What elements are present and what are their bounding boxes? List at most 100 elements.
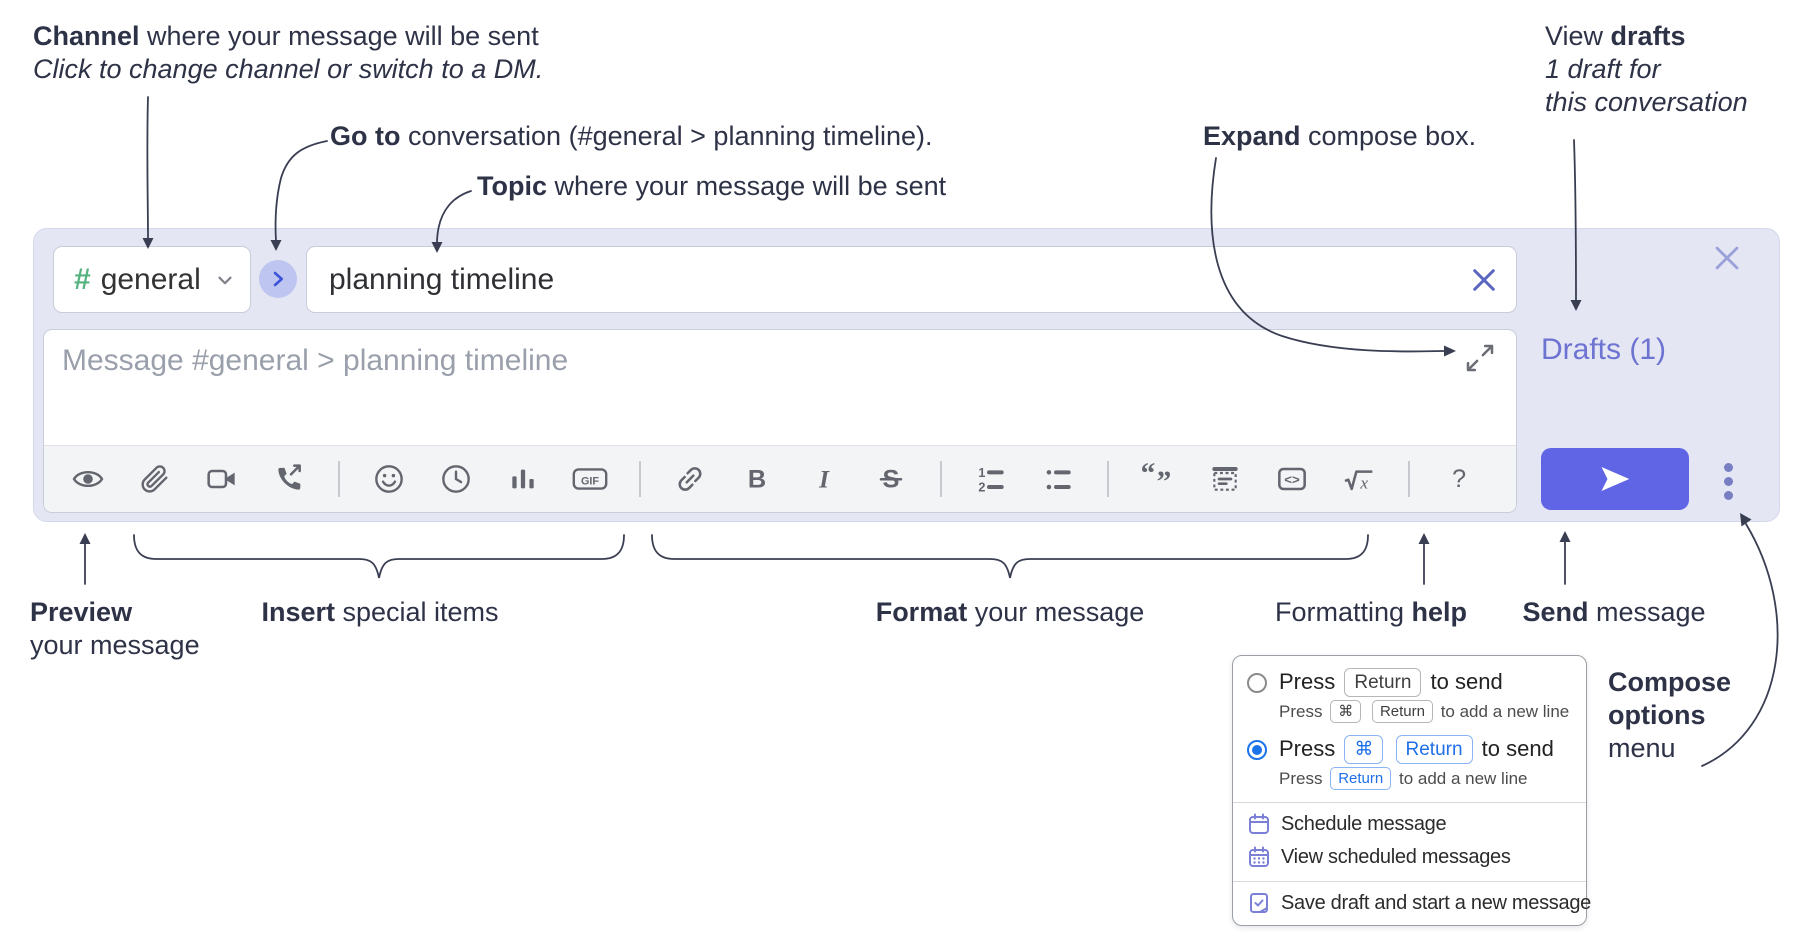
italic-icon: I <box>818 466 830 494</box>
toolbar-divider <box>940 461 942 497</box>
chevron-down-icon <box>218 276 232 284</box>
chevron-right-icon <box>273 271 284 287</box>
compose-options-button[interactable] <box>1706 453 1750 509</box>
spoiler-button[interactable] <box>1207 461 1243 497</box>
code-button[interactable]: <> <box>1274 461 1310 497</box>
annotation-compose-options: Compose options menu <box>1608 667 1732 763</box>
menu-item-schedule-message[interactable]: Schedule message <box>1247 812 1572 836</box>
go-to-conversation-button[interactable] <box>259 260 297 298</box>
italic-button[interactable]: I <box>806 461 842 497</box>
topic-input[interactable] <box>307 247 1516 312</box>
time-icon <box>442 465 470 493</box>
preview-icon <box>72 471 104 487</box>
channel-hash-icon: # <box>74 262 91 296</box>
svg-text:2: 2 <box>978 481 985 495</box>
strikethrough-icon: S <box>879 466 903 494</box>
annotation-send: Send message <box>1522 597 1706 627</box>
cmd-key-chip: ⌘ <box>1344 735 1384 764</box>
svg-text:”: ” <box>1157 466 1172 495</box>
message-input[interactable] <box>44 330 1516 446</box>
annotation-format: Format your message <box>875 597 1145 627</box>
annotation-channel: Channel where your message will be sent … <box>33 21 544 84</box>
toolbar-divider <box>338 461 340 497</box>
svg-text:“: “ <box>1142 463 1155 490</box>
annotation-insert: Insert special items <box>261 597 499 627</box>
spoiler-icon <box>1212 467 1238 491</box>
svg-text:?: ? <box>1452 465 1466 493</box>
preview-button[interactable] <box>70 461 106 497</box>
code-icon: <> <box>1278 467 1306 491</box>
annotation-expand: Expand compose box. <box>1203 121 1477 151</box>
channel-selector[interactable]: # general <box>53 246 251 313</box>
annotation-preview: Preview your message <box>30 597 200 660</box>
toolbar-divider <box>1408 461 1410 497</box>
radio-unselected-icon[interactable] <box>1247 672 1267 693</box>
menu-option-return-to-send[interactable]: Press Return to send <box>1247 668 1572 697</box>
menu-divider <box>1233 802 1586 803</box>
link-button[interactable] <box>672 461 708 497</box>
menu-option-cmd-return-to-send[interactable]: Press ⌘ Return to send <box>1247 735 1572 764</box>
poll-icon <box>512 469 534 489</box>
svg-text:<>: <> <box>1284 472 1300 487</box>
quote-button[interactable]: “” <box>1140 461 1176 497</box>
annotation-formatting-help: Formatting help <box>1274 597 1468 627</box>
bulleted-list-button[interactable] <box>1040 461 1076 497</box>
draft-check-icon <box>1250 893 1268 913</box>
math-button[interactable]: x <box>1341 461 1377 497</box>
return-key-chip: Return <box>1344 668 1422 697</box>
close-compose-icon[interactable] <box>1710 241 1744 275</box>
svg-text:I: I <box>818 466 830 494</box>
bold-button[interactable]: B <box>739 461 775 497</box>
expand-compose-icon[interactable] <box>1464 342 1496 374</box>
audio-call-button[interactable] <box>271 461 307 497</box>
calendar-grid-icon <box>1249 846 1269 867</box>
attach-icon <box>141 465 168 493</box>
quote-icon: “” <box>1142 463 1172 495</box>
attach-button[interactable] <box>137 461 173 497</box>
annotation-goto: Go to conversation (#general > planning … <box>330 121 933 151</box>
svg-text:B: B <box>748 466 766 494</box>
ellipsis-dot <box>1723 462 1733 472</box>
video-call-icon <box>207 469 235 489</box>
clear-topic-icon[interactable] <box>1468 264 1500 296</box>
svg-text:x: x <box>1359 473 1368 492</box>
svg-text:GIF: GIF <box>581 475 599 487</box>
send-button[interactable] <box>1541 448 1689 510</box>
ellipsis-dot <box>1723 476 1733 486</box>
toolbar-divider <box>1107 461 1109 497</box>
compose-send-menu: Press Return to send Press ⌘ Return to a… <box>1232 655 1591 926</box>
menu-option-return-subtext: Press ⌘ Return to add a new line <box>1279 700 1570 723</box>
link-icon <box>678 467 702 491</box>
radio-selected-icon[interactable] <box>1247 739 1267 760</box>
return-key-chip: Return <box>1330 767 1392 790</box>
compose-box: # general GIF B I S 12 “” <> x? Drafts (1) <box>33 228 1780 522</box>
menu-item-view-scheduled[interactable]: View scheduled messages <box>1247 845 1572 869</box>
emoji-icon <box>375 465 403 493</box>
bulleted-list-icon <box>1046 470 1071 490</box>
ellipsis-dot <box>1723 490 1733 500</box>
svg-text:1: 1 <box>978 466 985 480</box>
audio-call-icon <box>278 464 301 490</box>
paper-plane-icon <box>1601 467 1630 491</box>
emoji-button[interactable] <box>371 461 407 497</box>
time-button[interactable] <box>438 461 474 497</box>
video-call-button[interactable] <box>204 461 240 497</box>
message-area: GIF B I S 12 “” <> x? <box>43 329 1517 513</box>
help-button[interactable]: ? <box>1441 461 1477 497</box>
poll-button[interactable] <box>505 461 541 497</box>
menu-item-save-draft[interactable]: Save draft and start a new message <box>1247 891 1591 915</box>
strikethrough-button[interactable]: S <box>873 461 909 497</box>
annotation-topic: Topic where your message will be sent <box>477 171 947 201</box>
help-icon: ? <box>1452 465 1466 493</box>
numbered-list-icon: 12 <box>978 466 1004 495</box>
gif-icon: GIF <box>572 468 608 490</box>
calendar-icon <box>1249 813 1269 834</box>
return-key-chip: Return <box>1371 700 1433 723</box>
gif-button[interactable]: GIF <box>572 461 608 497</box>
return-key-chip: Return <box>1395 735 1473 764</box>
drafts-link[interactable]: Drafts (1) <box>1541 333 1667 366</box>
menu-divider <box>1233 881 1586 882</box>
annotation-view-drafts: View drafts 1 draft for this conversatio… <box>1545 21 1748 117</box>
